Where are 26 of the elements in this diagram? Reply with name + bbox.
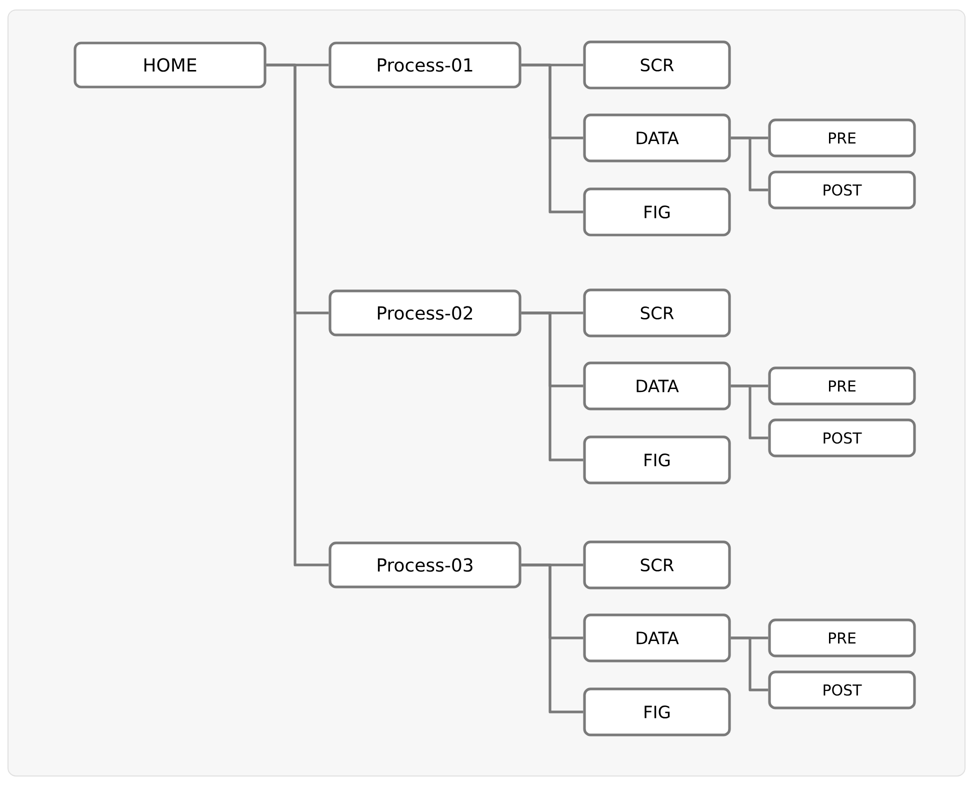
process-box: HOME xyxy=(74,42,266,88)
connector-line xyxy=(266,64,329,566)
process-box: Process-02 xyxy=(328,290,522,336)
process-box: DATA xyxy=(583,614,731,662)
process-box: SCR xyxy=(583,40,731,90)
process-box: FIG xyxy=(583,436,731,484)
process-box: PRE xyxy=(768,366,916,406)
process-box: POST xyxy=(768,170,916,210)
process-box: FIG xyxy=(583,688,731,736)
process-box: PRE xyxy=(768,118,916,158)
connector-line xyxy=(521,312,584,462)
process-box: SCR xyxy=(583,540,731,590)
connector-line xyxy=(730,136,768,192)
process-box: POST xyxy=(768,418,916,458)
process-box: Process-03 xyxy=(328,542,522,588)
process-box: POST xyxy=(768,670,916,710)
process-box: FIG xyxy=(583,188,731,236)
process-box: Process-01 xyxy=(328,42,522,88)
connector-line xyxy=(521,564,584,714)
process-box: PRE xyxy=(768,618,916,658)
process-box: DATA xyxy=(583,362,731,410)
connector-line xyxy=(730,636,768,692)
process-box: DATA xyxy=(583,114,731,162)
process-box: SCR xyxy=(583,288,731,338)
connector-line xyxy=(521,64,584,214)
connector-line xyxy=(730,384,768,440)
